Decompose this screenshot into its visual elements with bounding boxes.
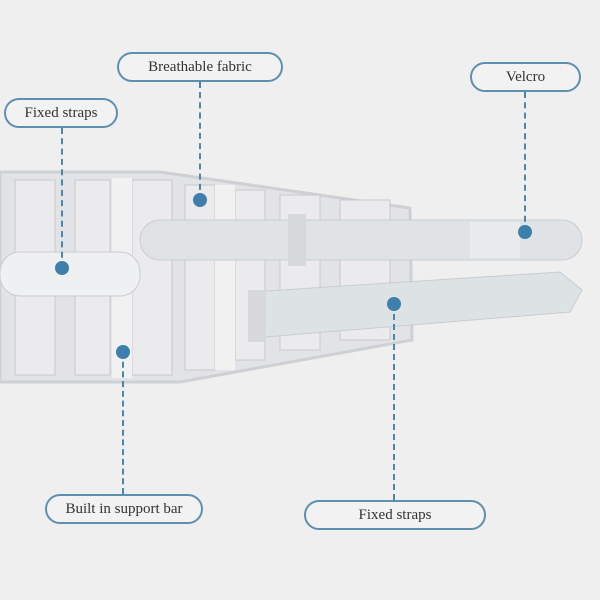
leader-line-fixed-left [61, 128, 63, 268]
strap-loop [288, 214, 306, 266]
left-strap [0, 251, 141, 297]
marker-dot-support-bar [116, 345, 130, 359]
label-fixed-straps-left: Fixed straps [4, 98, 118, 128]
leader-line-fixed-right [393, 304, 395, 500]
velcro-patch [470, 222, 520, 258]
label-breathable-fabric: Breathable fabric [117, 52, 283, 82]
marker-dot-velcro [518, 225, 532, 239]
marker-dot-fixed-right [387, 297, 401, 311]
label-velcro: Velcro [470, 62, 581, 92]
leader-line-support-bar [122, 352, 124, 494]
marker-dot-breathable [193, 193, 207, 207]
label-fixed-straps-right: Fixed straps [304, 500, 486, 530]
strap-loop [248, 290, 266, 342]
marker-dot-fixed-left [55, 261, 69, 275]
label-support-bar: Built in support bar [45, 494, 203, 524]
leader-line-velcro [524, 92, 526, 232]
support-bar [215, 185, 235, 370]
leader-line-breathable [199, 82, 201, 200]
